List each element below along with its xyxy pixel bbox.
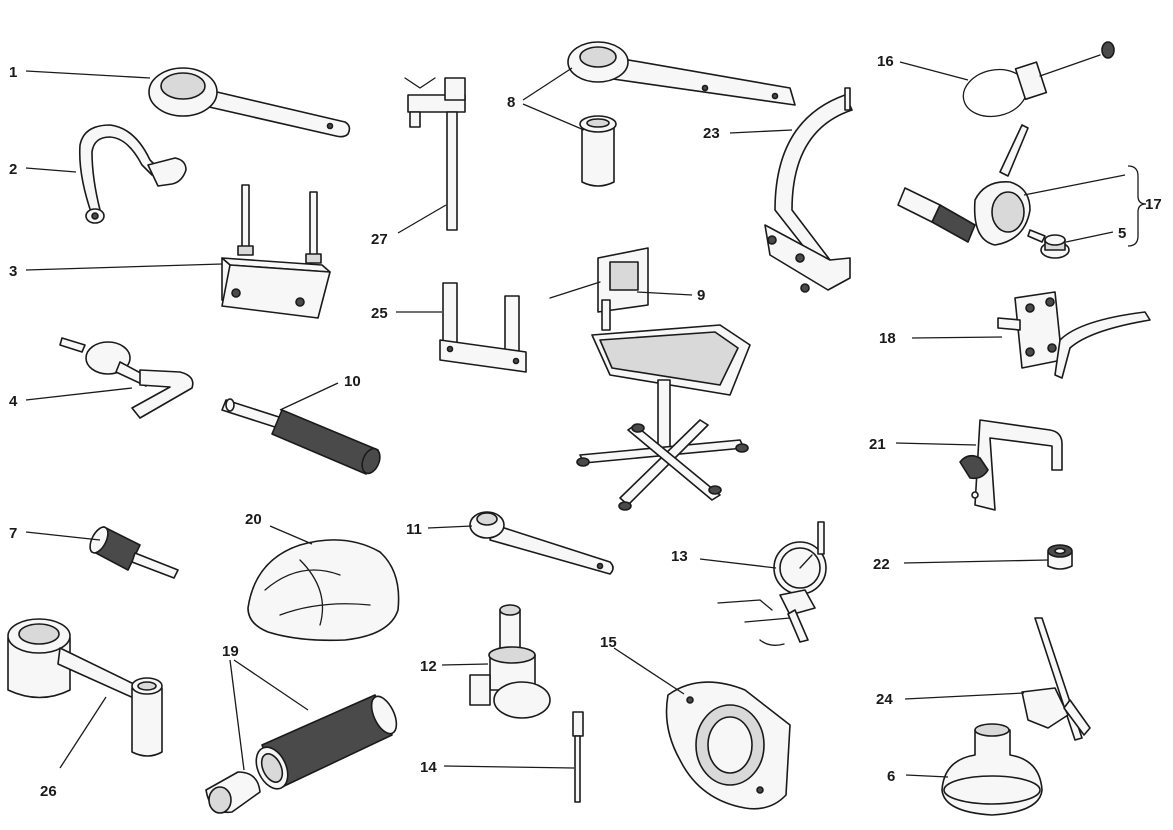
tool-16-strap-wrench — [962, 41, 1115, 118]
leader-1 — [25, 70, 151, 79]
tool-10-driver — [221, 398, 381, 475]
label-24: 24 — [876, 691, 893, 708]
leader-6 — [905, 774, 949, 778]
tool-4-t-handle-puller — [59, 337, 194, 419]
tool-7-knurled-pin — [89, 526, 179, 579]
tool-22-nut — [1047, 544, 1073, 570]
leader-5 — [1065, 231, 1114, 243]
label-11: 11 — [406, 521, 422, 538]
label-16: 16 — [877, 53, 894, 70]
leader-16 — [899, 61, 969, 81]
label-25: 25 — [371, 305, 388, 322]
leader-13 — [699, 558, 777, 569]
label-3: 3 — [9, 263, 17, 280]
label-20: 20 — [245, 511, 262, 528]
tool-1-ring-spanner — [148, 67, 351, 138]
label-9: 9 — [697, 287, 705, 304]
tool-12-locking-socket — [469, 604, 551, 719]
label-12: 12 — [420, 658, 437, 675]
label-27: 27 — [371, 231, 388, 248]
leader-10 — [279, 382, 339, 411]
label-18: 18 — [879, 330, 896, 347]
label-19: 19 — [222, 643, 239, 660]
leader-15 — [613, 647, 685, 695]
tool-17-tester — [897, 124, 1046, 246]
tool-24-clamp — [1021, 617, 1091, 741]
leader-12 — [441, 663, 489, 666]
tool-21-bracket — [959, 419, 1063, 511]
leader-11 — [427, 525, 473, 529]
tool-11-pin-spanner — [469, 511, 614, 575]
label-13: 13 — [671, 548, 688, 565]
tool-15-ring-holder — [665, 681, 791, 810]
label-21: 21 — [869, 436, 886, 453]
tool-13-dial-gauge — [717, 521, 827, 646]
label-22: 22 — [873, 556, 890, 573]
tool-3-stud-bracket — [221, 184, 331, 319]
tool-19-sleeve — [205, 694, 398, 814]
tool-2-hook — [78, 124, 187, 224]
leader-3 — [25, 263, 223, 271]
label-5: 5 — [1118, 225, 1126, 242]
leader-24 — [904, 692, 1025, 700]
tool-18-puller-plate — [997, 291, 1151, 379]
brace-17 — [1127, 165, 1147, 247]
label-4: 4 — [9, 393, 18, 410]
label-8: 8 — [507, 94, 515, 111]
label-14: 14 — [420, 759, 437, 776]
leader-22 — [903, 559, 1049, 564]
tool-27-t-bar-pin — [404, 77, 466, 231]
tool-25-fork-holder — [439, 282, 527, 373]
label-6: 6 — [887, 768, 895, 785]
tool-8-socket-crank — [567, 41, 796, 187]
leader-21 — [895, 442, 977, 446]
leader-18 — [911, 336, 1003, 339]
leader-19b — [233, 659, 309, 711]
label-26: 26 — [40, 783, 57, 800]
tool-9-engine-stand — [549, 247, 751, 511]
callout-labels: 1 2 3 4 5 6 7 8 9 10 11 12 13 14 15 16 1… — [9, 53, 1162, 800]
label-15: 15 — [600, 634, 617, 651]
tool-5-plug — [1040, 234, 1070, 259]
leader-27 — [397, 204, 447, 234]
leader-7 — [25, 531, 101, 541]
leader-9 — [636, 291, 693, 296]
tool-6-bell-adapter — [941, 723, 1043, 816]
tool-26-tubular-spanner — [7, 618, 163, 757]
label-17: 17 — [1145, 196, 1162, 213]
leader-23 — [729, 129, 793, 134]
leader-14 — [443, 765, 575, 769]
leader-26 — [59, 696, 107, 769]
leader-17 — [1023, 174, 1126, 196]
label-7: 7 — [9, 525, 17, 542]
tool-20-cover — [247, 539, 400, 642]
label-2: 2 — [9, 161, 17, 178]
leader-19a — [229, 659, 245, 771]
label-1: 1 — [9, 64, 17, 81]
leader-8b — [522, 103, 585, 131]
leader-20 — [269, 525, 313, 545]
leader-2 — [25, 167, 77, 173]
label-23: 23 — [703, 125, 720, 142]
leader-4 — [25, 387, 133, 401]
tool-23-arc-support — [764, 87, 853, 293]
leader-8a — [522, 67, 573, 101]
tool-14-pin — [572, 711, 584, 803]
leader-lines — [25, 61, 1147, 778]
label-10: 10 — [344, 373, 361, 390]
